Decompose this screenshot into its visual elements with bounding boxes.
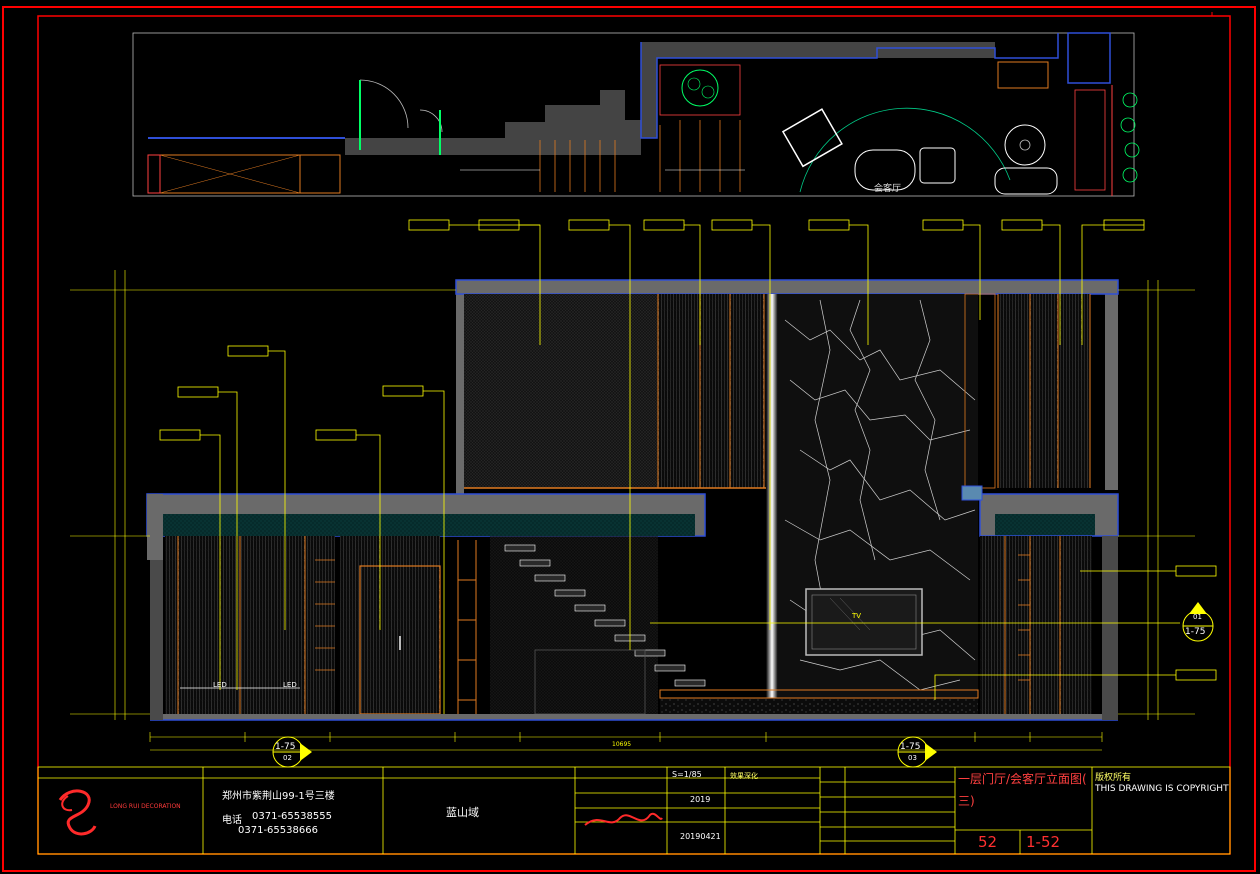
callout-1-sub: 02 (283, 754, 292, 762)
drawing-title-line-2: 三) (958, 794, 975, 808)
callout-2-sub: 03 (908, 754, 917, 762)
scale: S=1/85 (672, 770, 702, 779)
sheet-code: 1-52 (1026, 833, 1061, 851)
copyright-en: THIS DRAWING IS COPYRIGHT (1095, 784, 1229, 794)
phone-label: 电话 (222, 815, 242, 826)
total-width-dimension: 10695 (612, 741, 632, 748)
project-name: 蓝山域 (446, 806, 479, 819)
drawing-title-line-1: 一层门厅/会客厅立面图( (958, 772, 1087, 786)
year: 2019 (690, 795, 711, 804)
date: 20190421 (680, 832, 721, 841)
copyright-zh: 版权所有 (1095, 773, 1132, 783)
callout-1-code: 1-75 (275, 742, 296, 752)
floor-plan-strip (132, 32, 1140, 197)
led-label-1: LED (213, 681, 227, 689)
elevation (146, 279, 1119, 721)
outer-frame (2, 6, 1256, 872)
status: 效果深化 (730, 772, 758, 780)
sheet-number: 52 (978, 833, 998, 851)
company-logo (58, 789, 97, 836)
tv-label: TV (852, 612, 862, 620)
callout-3-sub: 01 (1193, 613, 1202, 621)
callout-3-code: 1-75 (1185, 627, 1206, 637)
signature (584, 812, 663, 826)
section-markers (272, 602, 1214, 768)
callout-2-code: 1-75 (900, 742, 921, 752)
phone-number-2: 0371-65538666 (238, 825, 318, 836)
phone-number-1: 0371-65538555 (252, 811, 332, 822)
plan-room-label: 会客厅 (874, 184, 902, 194)
company-address: 郑州市紫荆山99-1号三楼 (222, 791, 335, 802)
company-name-en: LONG RUI DECORATION (110, 803, 181, 810)
led-label-2: LED (283, 681, 297, 689)
material-tags (159, 219, 1217, 714)
